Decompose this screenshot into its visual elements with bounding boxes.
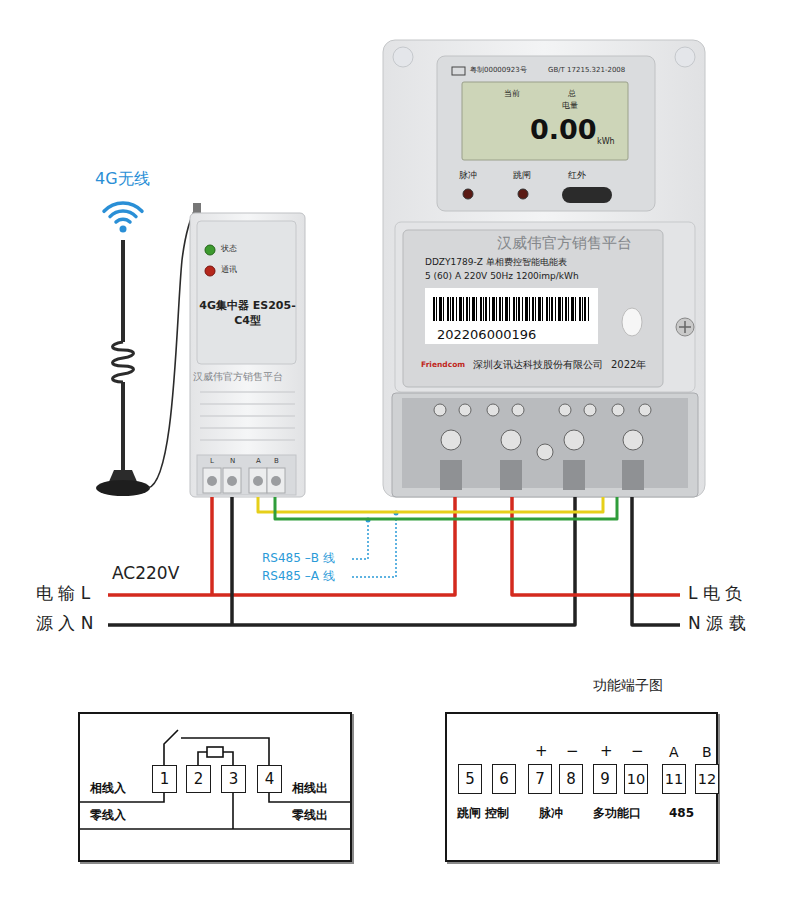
power-wires: [108, 497, 680, 625]
lcd-text: 电量: [562, 102, 578, 110]
serial-number: 202206000196: [437, 328, 536, 341]
voltage-label: AC220V: [112, 565, 179, 582]
meter-housing: 粤制00000923号 GB/T 17215.321-2008 脉冲 跳闸 红外 当前 总电…: [383, 40, 705, 497]
wire-label: 零线入: [90, 809, 126, 821]
pin-letter: B: [702, 745, 712, 759]
terminal-number: 10: [627, 772, 646, 787]
meter-nameplate: DDZY1789-Z 单相费控智能电能表 5 (60) A 220V 50Hz 1…: [403, 230, 663, 387]
terminal-box: 3: [221, 765, 246, 793]
wire-label: 相线入: [90, 782, 126, 794]
concentrator-body: [190, 203, 305, 497]
terminal-box: 6: [492, 764, 516, 794]
terminal-number: 9: [600, 772, 610, 787]
terminal-letter: A: [256, 458, 261, 465]
terminal-number: 2: [194, 772, 204, 787]
terminal-number: 5: [465, 772, 475, 787]
lcd-unit: kWh: [597, 138, 615, 146]
indicator-label: 跳闸: [513, 171, 531, 180]
wifi-icon: [104, 203, 142, 232]
signal-label: RS485 –B 线: [262, 552, 335, 564]
terminal-letter: B: [274, 458, 279, 465]
status-label: 状态: [221, 245, 237, 253]
concentrator-unit: 状态通讯 4G集中器 ES205-C4型 L N A B: [190, 213, 305, 497]
indicator-label: 红外: [568, 171, 586, 180]
function-terminal-frame: 功能端子图+−+−AB跳闸 控制脉冲多功能口48556789101112: [445, 712, 718, 862]
terminal-box: 8: [559, 764, 583, 794]
terminal-letter: N: [230, 458, 235, 465]
terminal-box: 12: [695, 764, 719, 794]
wireless-label: 4G无线: [95, 171, 150, 187]
terminal-box: 2: [186, 765, 211, 793]
polarity-sign: −: [566, 744, 579, 759]
comm-label: 通讯: [221, 266, 237, 274]
function-label: 多功能口: [593, 807, 641, 819]
load-line-label: L 电 负: [688, 585, 742, 602]
signal-label: RS485 –A 线: [262, 570, 335, 582]
terminal-letter: L: [210, 458, 214, 465]
lcd-text: 当前: [504, 90, 520, 98]
function-label: 跳闸 控制: [457, 807, 509, 819]
wire-label: 相线出: [292, 782, 328, 794]
load-line-label: N 源 载: [688, 615, 746, 632]
watermark: 汉威伟官方销售平台: [497, 236, 632, 251]
watermark: 汉威伟官方销售平台: [193, 372, 283, 382]
standard-number: GB/T 17215.321-2008: [548, 67, 625, 74]
terminal-number: 1: [160, 772, 170, 787]
manufacturer: 深圳友讯达科技股份有限公司: [473, 360, 603, 370]
terminal-number: 3: [229, 772, 239, 787]
terminal-number: 8: [566, 772, 576, 787]
rs485-wire: [275, 497, 617, 519]
lcd-display: 当前 总电量 0.00kWh: [462, 82, 628, 160]
source-line-label: 电 输 L: [36, 585, 90, 602]
terminal-number: 7: [535, 772, 545, 787]
model-name: 4G集中器 ES205-C4型: [198, 299, 297, 329]
meter-internal-wiring: [80, 730, 350, 829]
polarity-sign: −: [631, 744, 644, 759]
model-line: DDZY1789-Z 单相费控智能电能表: [425, 258, 567, 267]
terminal-number: 11: [665, 772, 684, 787]
indicator-label: 脉冲: [459, 171, 477, 180]
terminal-box: 7: [528, 764, 552, 794]
terminal-diagram-frame: 相线入零线入 相线出零线出 1 2 3 4: [78, 712, 352, 862]
pin-letter: A: [669, 745, 679, 759]
terminal-box: 9: [593, 764, 617, 794]
rating-line: 5 (60) A 220V 50Hz 1200imp/kWh: [425, 272, 579, 281]
source-line-label: 源 入 N: [36, 615, 94, 632]
terminal-box: 4: [257, 765, 282, 793]
antenna: [96, 206, 197, 496]
function-label: 脉冲: [539, 807, 563, 819]
brand-logo: Friendcom: [421, 361, 465, 369]
polarity-sign: +: [600, 744, 613, 759]
year: 2022年: [611, 360, 646, 370]
terminal-box: 1: [152, 765, 177, 793]
terminal-box: 11: [662, 764, 686, 794]
polarity-sign: +: [535, 744, 548, 759]
lcd-reading: 0.00: [530, 116, 597, 143]
license-number: 粤制00000923号: [470, 67, 527, 74]
meter-body: [383, 40, 705, 497]
rs485-wire: [258, 497, 603, 512]
function-label: 485: [669, 807, 694, 819]
lcd-text: 总: [568, 90, 576, 98]
terminal-number: 12: [698, 772, 717, 787]
leader-lines: [352, 517, 396, 577]
terminal-box: 5: [458, 764, 482, 794]
terminal-number: 4: [265, 772, 275, 787]
wire-label: 零线出: [292, 809, 328, 821]
terminal-number: 6: [499, 772, 509, 787]
diagram-title: 功能端子图: [593, 678, 663, 692]
terminal-box: 10: [624, 764, 648, 794]
